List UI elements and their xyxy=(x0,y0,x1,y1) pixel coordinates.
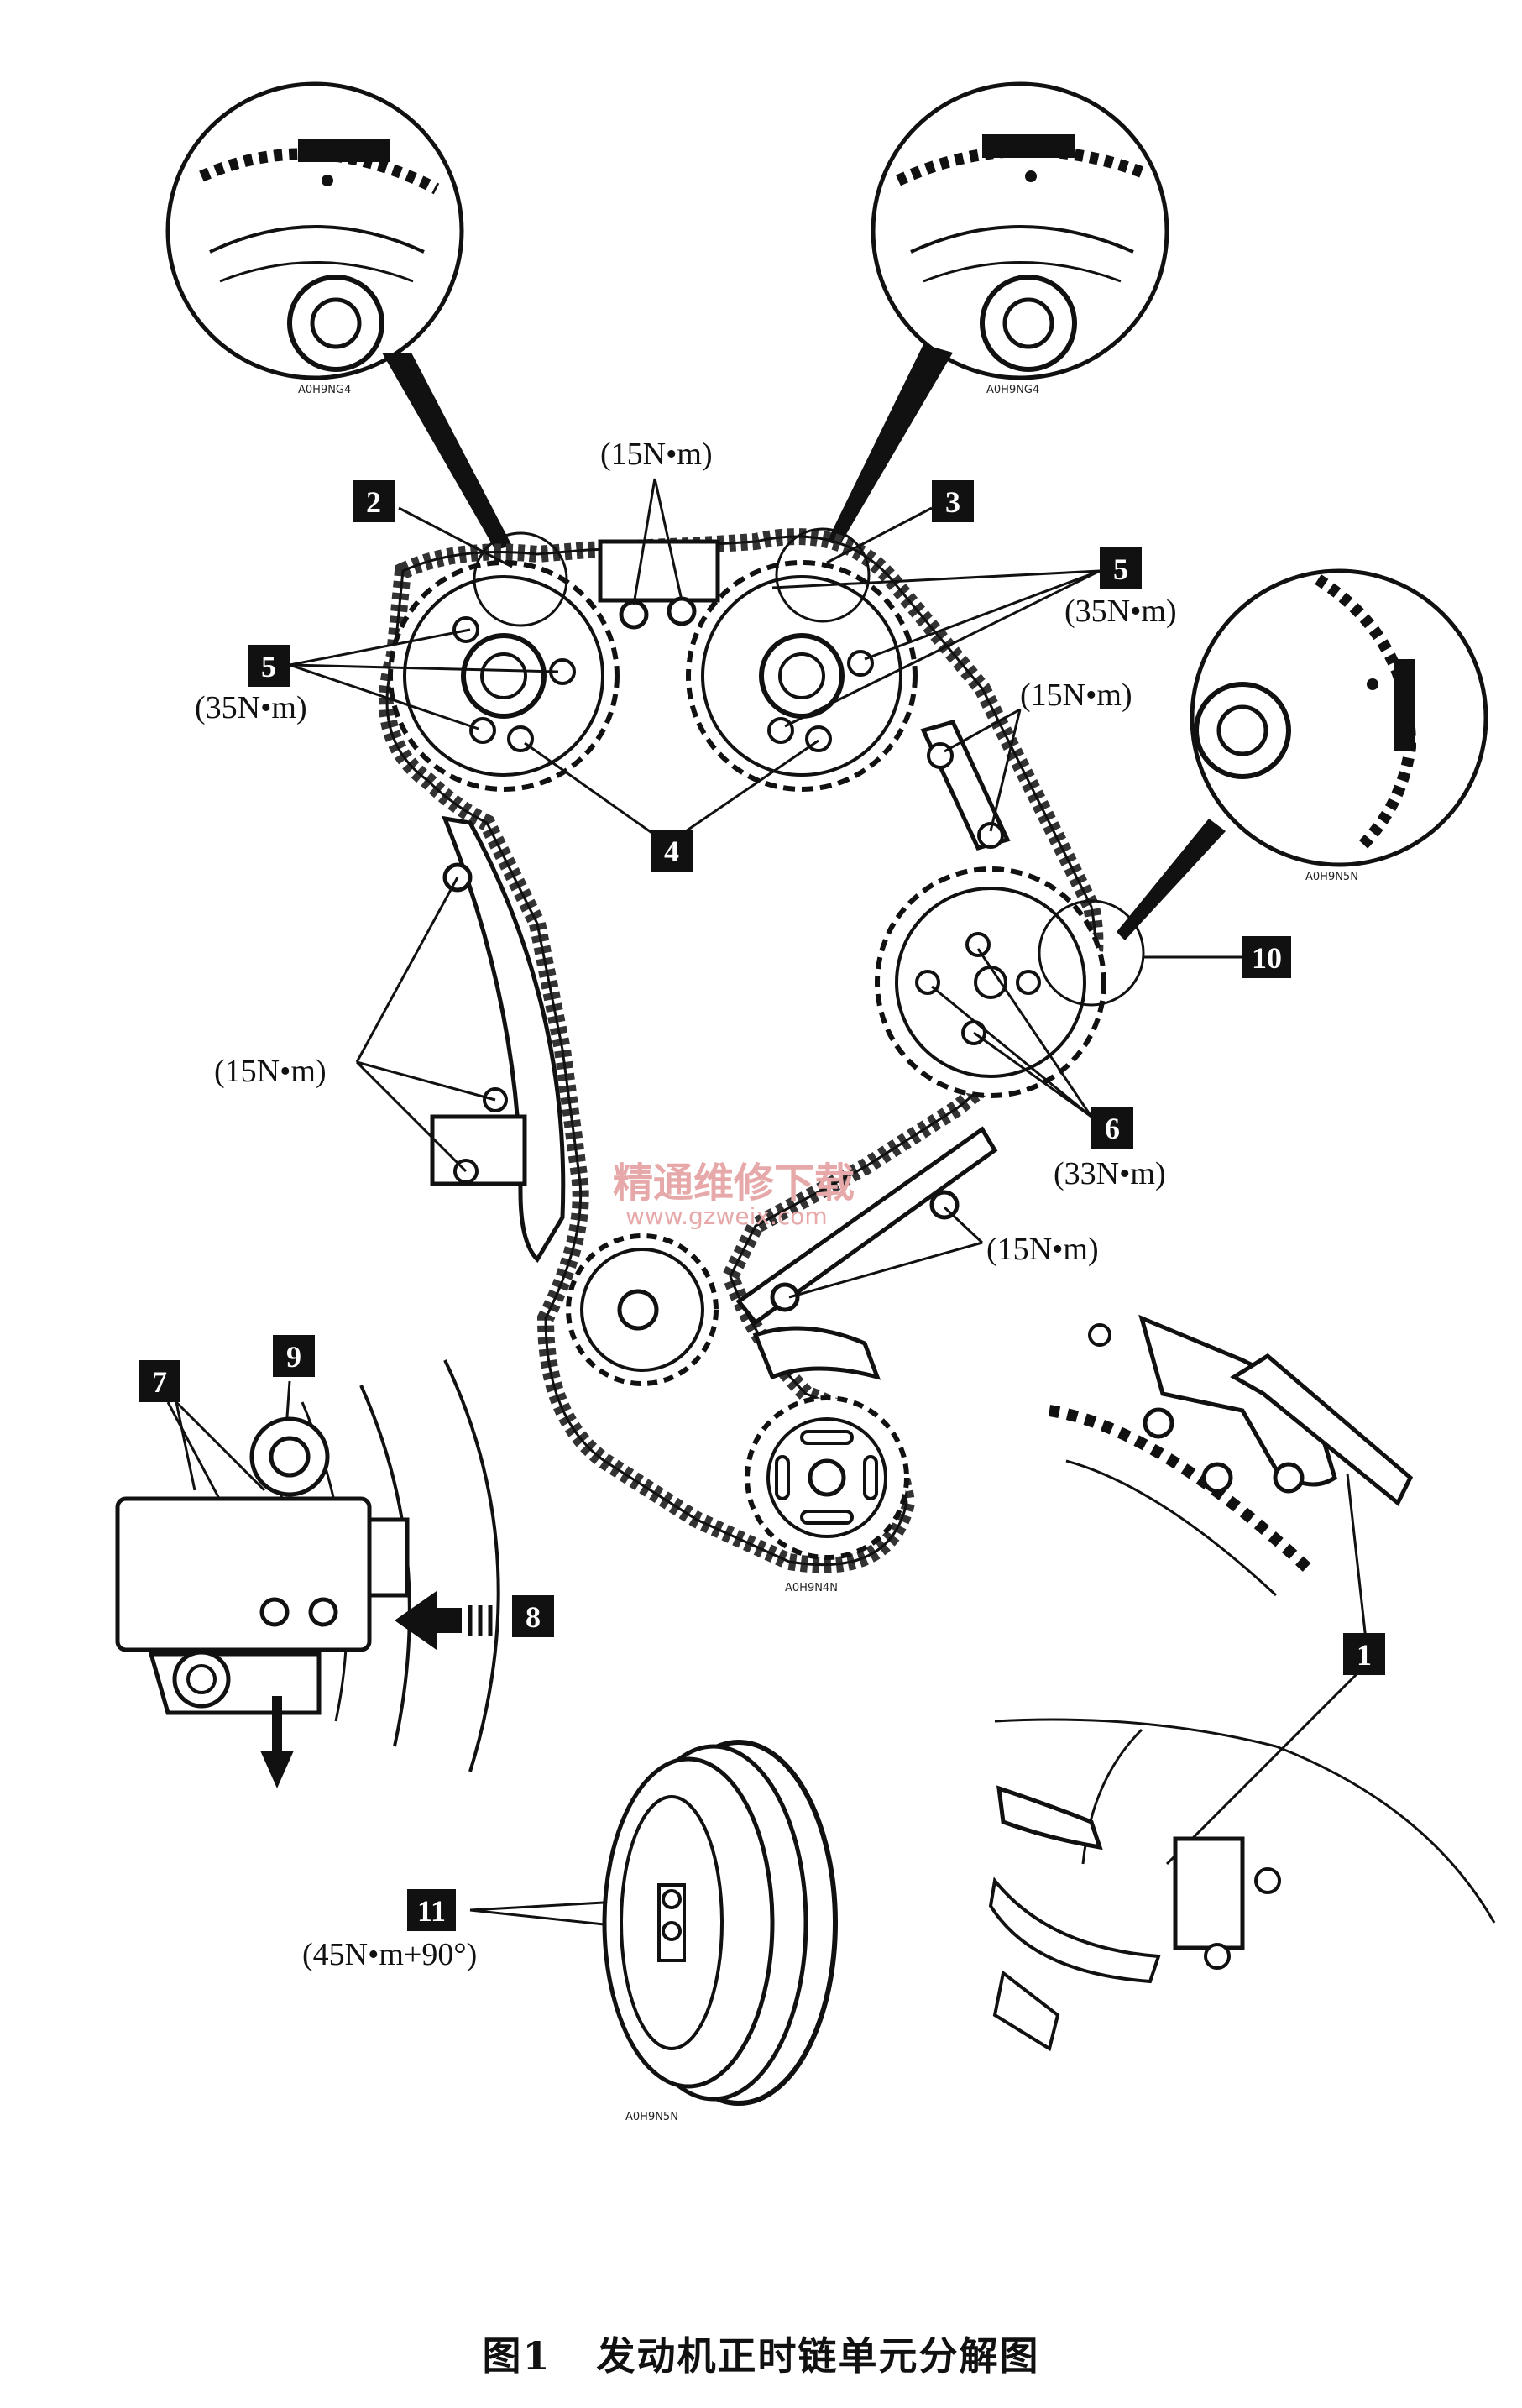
watermark-cn: 精通维修下载 xyxy=(613,1160,855,1207)
timing-mark-circle-left xyxy=(473,531,568,627)
tensioner-detail xyxy=(115,1359,500,1788)
torque-balancer: (33N•m) xyxy=(1054,1156,1166,1191)
right-cam-sprocket xyxy=(686,560,918,792)
torque-guide-right-lower: (15N•m) xyxy=(986,1232,1099,1267)
leader-wedge-right xyxy=(827,344,953,546)
figure-number: 图1 xyxy=(482,2333,552,2379)
detail-circle-right-cam: A0H9NG4 xyxy=(871,81,1169,396)
crank-pulley: A0H9N5N xyxy=(602,1740,838,2123)
torque-cam-left: (35N•m) xyxy=(195,690,307,725)
part-code-pulley: A0H9N5N xyxy=(625,2111,678,2123)
callout-5-right: 5 xyxy=(1113,552,1128,586)
torque-guide-left: (15N•m) xyxy=(214,1054,327,1089)
callout-boxes: 2 3 5 5 4 10 6 7 9 8 1 11 xyxy=(139,480,1385,1931)
torque-guide-right-upper: (15N•m) xyxy=(1020,678,1132,713)
upper-chain-guide xyxy=(598,539,720,630)
callout-2: 2 xyxy=(366,485,381,519)
timing-mark-circle-balancer xyxy=(1038,899,1145,1007)
part-code-crank: A0H9N4N xyxy=(785,1582,838,1594)
detail-circle-balancer: A0H9N5N xyxy=(1190,568,1488,883)
detail-circle-left-cam: A0H9NG4 xyxy=(165,81,464,396)
timing-mark-circle-right xyxy=(775,527,871,623)
locking-tool-detail xyxy=(988,1314,1496,2052)
part-code-balancer: A0H9N5N xyxy=(1305,871,1358,883)
callout-1: 1 xyxy=(1357,1638,1372,1672)
part-code-left: A0H9NG4 xyxy=(298,384,351,396)
torque-cam-right: (35N•m) xyxy=(1064,594,1177,629)
torque-labels: (15N•m) (35N•m) (35N•m) (15N•m) (15N•m) … xyxy=(195,437,1177,1972)
watermark-url: www.gzweix.com xyxy=(625,1202,828,1230)
right-chain-guide xyxy=(920,720,1011,851)
callout-10: 10 xyxy=(1252,941,1282,975)
part-code-right: A0H9NG4 xyxy=(986,384,1039,396)
callout-11: 11 xyxy=(417,1894,446,1928)
leader-wedge-balancer xyxy=(1117,819,1226,940)
leader-wedge-left xyxy=(382,353,512,550)
callout-8: 8 xyxy=(526,1600,541,1634)
figure-title: 发动机正时链单元分解图 xyxy=(596,2333,1040,2379)
torque-pulley: (45N•m+90°) xyxy=(302,1937,477,1972)
left-cam-sprocket xyxy=(388,560,620,792)
callout-9: 9 xyxy=(286,1340,301,1374)
callout-7: 7 xyxy=(152,1365,167,1399)
figure-caption: 图1 发动机正时链单元分解图 xyxy=(0,2326,1522,2381)
oil-pump-sprocket: A0H9N4N xyxy=(745,1395,909,1594)
callout-4: 4 xyxy=(664,835,679,868)
torque-top-center: (15N•m) xyxy=(600,437,713,472)
left-chain-guide xyxy=(442,815,566,1264)
lower-right-chain-guide xyxy=(735,1126,998,1380)
callout-5-left: 5 xyxy=(261,650,276,683)
callout-3: 3 xyxy=(945,485,960,519)
chain-tensioner xyxy=(430,1087,527,1186)
callout-6: 6 xyxy=(1105,1112,1120,1145)
balancer-sprocket xyxy=(875,866,1106,1098)
crank-sprocket xyxy=(566,1233,719,1386)
